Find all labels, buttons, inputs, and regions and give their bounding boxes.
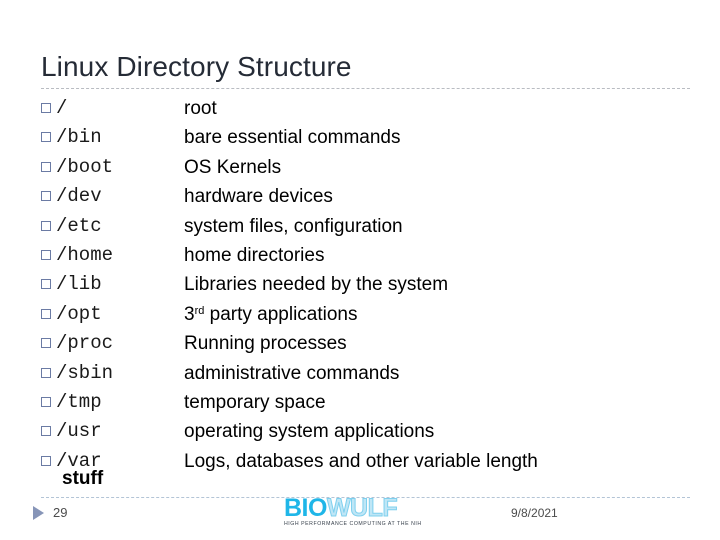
square-bullet-icon — [41, 220, 51, 231]
directory-row: /lib Libraries needed by the system — [41, 272, 691, 301]
ordinal-number: 3 — [184, 303, 195, 325]
directory-path: /bin — [56, 126, 102, 149]
directory-row: /bin bare essential commands — [41, 125, 691, 154]
square-bullet-icon — [41, 367, 51, 378]
wrapped-text-stuff: stuff — [62, 468, 104, 489]
directory-row: /proc Running processes — [41, 331, 691, 360]
directory-description: root — [184, 98, 217, 119]
directory-description: OS Kernels — [184, 156, 282, 178]
directory-row: /opt 3rd party applications — [41, 302, 691, 331]
page-marker: 29 — [33, 505, 67, 520]
square-bullet-icon — [41, 191, 51, 202]
directory-row: /var Logs, databases and other variable l… — [41, 449, 691, 478]
square-bullet-icon — [41, 338, 51, 349]
page-title: Linux Directory Structure — [41, 51, 352, 82]
square-bullet-icon — [41, 249, 51, 260]
logo-wordmark: BIOWULF — [284, 494, 434, 522]
directory-row: /usr operating system applications — [41, 419, 691, 448]
biowulf-logo: BIOWULF HIGH PERFORMANCE COMPUTING AT TH… — [284, 494, 434, 532]
directory-path: /tmp — [56, 390, 102, 413]
directory-path: /dev — [56, 185, 102, 208]
square-bullet-icon — [41, 161, 51, 172]
logo-bio-text: BIO — [284, 494, 327, 522]
directory-description: bare essential commands — [184, 127, 401, 149]
directory-row: /etc system files, configuration — [41, 214, 691, 243]
directory-row: /sbin administrative commands — [41, 361, 691, 390]
directory-description: operating system applications — [184, 421, 435, 443]
directory-description: hardware devices — [184, 186, 333, 208]
directory-row: /home home directories — [41, 243, 691, 272]
directory-row: /boot OS Kernels — [41, 155, 691, 184]
square-bullet-icon — [41, 103, 51, 113]
directory-description: Libraries needed by the system — [184, 274, 449, 296]
title-divider — [41, 88, 690, 89]
directory-row: / root — [41, 96, 691, 125]
logo-wulf-text: WULF — [326, 494, 398, 522]
slide-date: 9/8/2021 — [511, 506, 558, 520]
triangle-icon — [33, 505, 44, 520]
page-number: 29 — [53, 505, 68, 520]
directory-row: /tmp temporary space — [41, 390, 691, 419]
directory-description: system files, configuration — [184, 215, 403, 237]
directory-path: /opt — [56, 302, 102, 325]
directory-path: /usr — [56, 420, 102, 443]
directory-path: / — [56, 97, 68, 119]
directory-description: temporary space — [184, 391, 326, 413]
footer-divider — [41, 497, 690, 498]
square-bullet-icon — [41, 308, 51, 319]
directory-list: / root/bin bare essential commands/boot OS … — [41, 96, 691, 478]
description-text: party applications — [204, 303, 358, 325]
directory-description: home directories — [184, 244, 325, 266]
directory-description: Running processes — [184, 333, 347, 355]
square-bullet-icon — [41, 396, 51, 407]
directory-row: /dev hardware devices — [41, 184, 691, 213]
logo-tagline: HIGH PERFORMANCE COMPUTING AT THE NIH — [284, 521, 422, 527]
directory-path: /sbin — [56, 361, 114, 384]
square-bullet-icon — [41, 132, 51, 143]
directory-path: /proc — [56, 332, 114, 355]
directory-description: administrative commands — [184, 362, 400, 384]
directory-path: /etc — [56, 214, 102, 237]
directory-path: /home — [56, 243, 114, 266]
directory-path: /boot — [56, 155, 114, 178]
directory-path: /lib — [56, 273, 102, 296]
ordinal-suffix: rd — [194, 304, 205, 317]
directory-description: Logs, databases and other variable lengt… — [184, 450, 538, 472]
square-bullet-icon — [41, 426, 51, 437]
square-bullet-icon — [41, 455, 51, 466]
title-block: Linux Directory Structure — [41, 51, 691, 83]
square-bullet-icon — [41, 279, 51, 290]
directory-description: 3rd party applications — [184, 302, 691, 327]
directory-path: /var — [56, 449, 102, 472]
